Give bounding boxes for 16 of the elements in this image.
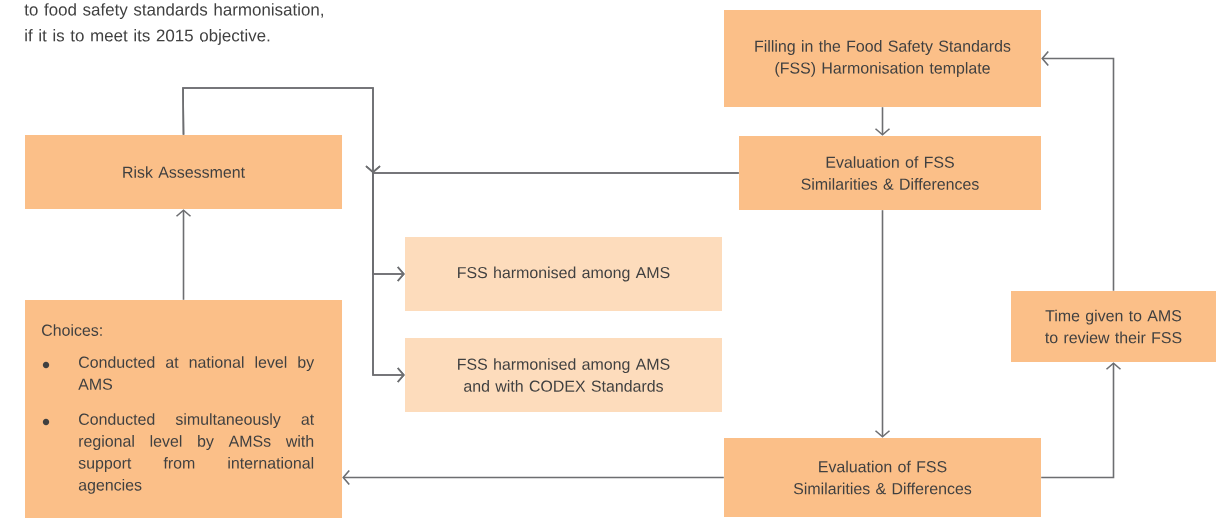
process-box: Time given to AMS to review their FSS [1011, 291, 1216, 362]
outcome-box: FSS harmonised among AMS and with CODEX Standards [405, 338, 722, 412]
arrow [1041, 50, 1115, 292]
arrow [874, 209, 891, 438]
process-box: Filling in the Food Safety Standards (FSS) Harmonisation template [724, 10, 1041, 107]
arrow [874, 106, 891, 136]
intro-text: to food safety standards harmonisation, if it is to meet its 2015 objective. [24, 3, 323, 45]
process-box: Risk Assessment [25, 135, 342, 209]
outcome-box: FSS harmonised among AMS [405, 237, 722, 311]
process-box: Evaluation of FSS Similarities & Differences [739, 136, 1041, 210]
process-box: Evaluation of FSS Similarities & Differences [724, 438, 1041, 517]
arrow [175, 209, 192, 301]
choices-box: Choices: Conducted at national level by AMS Conducted simultaneously at regional level by AMSs with support from international agencies [25, 300, 342, 518]
arrow [1040, 362, 1122, 479]
arrow [342, 469, 725, 486]
arrow [372, 172, 740, 383]
